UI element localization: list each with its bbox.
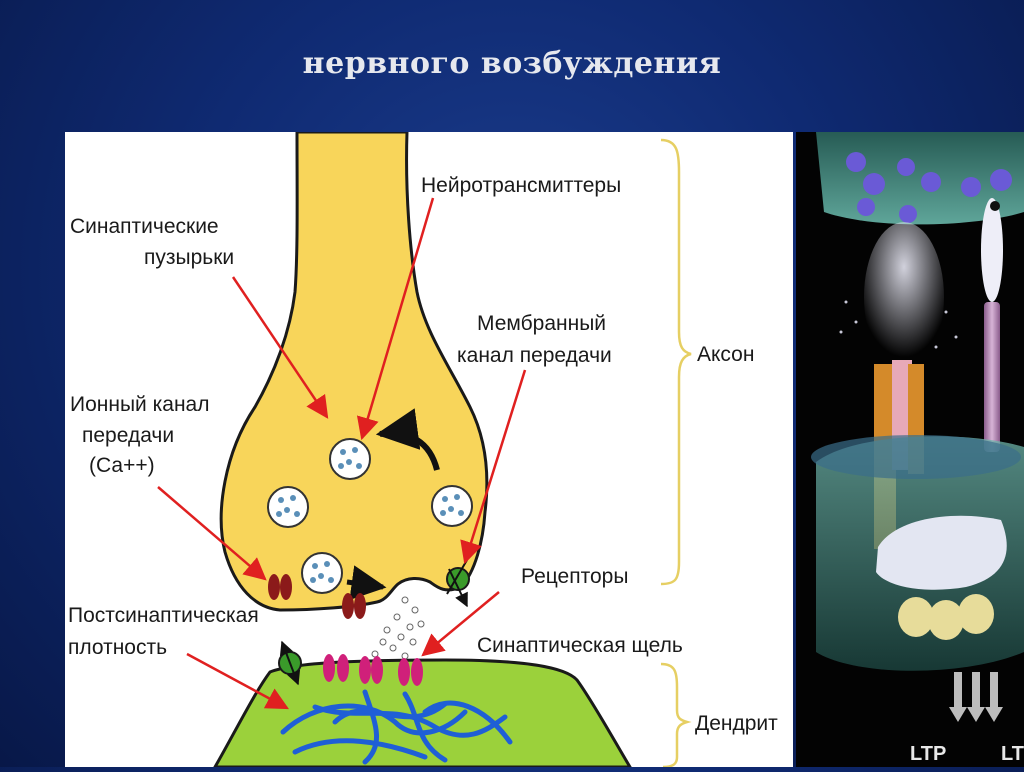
postsynaptic-density-filaments [280,689,513,765]
slide-title: нервного возбуждения [302,46,722,81]
label-membrane-channel-line2: канал передачи [457,344,612,367]
label-membrane-channel-line1: Мембранный [477,312,606,335]
recycling-arrow [375,408,440,471]
illustration-rod [984,302,1000,452]
synapse-3d-illustration: LTP LTP [796,132,1024,767]
label-axon: Аксон [697,343,754,366]
synapse-diagram-panel: Синаптические пузырьки Нейротрансмиттеры… [65,130,793,769]
label-psd-line1: Постсинаптическая [68,604,259,627]
label-ion-channel-line3: (Са++) [89,454,155,477]
illustration-label-ltp-1: LTP [910,743,946,765]
label-vesicles-line1: Синаптические [70,215,219,238]
dendrite-brace [660,662,692,769]
label-vesicles-line2: пузырьки [144,246,234,269]
axon-brace [660,138,692,586]
label-ion-channel-line2: передачи [82,424,174,447]
membrane-channel [446,559,470,608]
illustration-vesicles [846,152,1012,223]
illustration-svg: LTP LTP [811,132,1024,765]
synapse-diagram: Синаптические пузырьки Нейротрансмиттеры… [68,130,778,769]
illustration-label-ltp-2: LTP [1001,743,1024,765]
receptors [323,654,423,686]
label-ion-channel-line1: Ионный канал [70,393,209,416]
postsynaptic-channel [278,640,302,686]
illustration-spines [898,594,994,640]
label-receptors: Рецепторы [521,565,628,588]
vesicle [267,486,309,528]
label-psd-line2: плотность [68,636,167,659]
vesicle [301,552,343,594]
illustration-spray [864,222,944,372]
axon-terminal-shape [219,130,489,612]
label-cleft: Синаптическая щель [477,634,683,657]
pointer-arrows [157,197,527,710]
label-dendrite: Дендрит [695,712,778,735]
exocytosis-arrow [346,565,387,601]
illustration-arrows [949,672,1003,722]
label-neurotransmitters: Нейротрансмиттеры [421,174,621,197]
vesicle [329,438,371,480]
synaptic-vesicles [267,438,473,594]
illustration-receptor-dome [876,515,1007,590]
released-neurotransmitters [371,596,425,660]
vesicle [431,485,473,527]
ion-channels [268,574,366,619]
